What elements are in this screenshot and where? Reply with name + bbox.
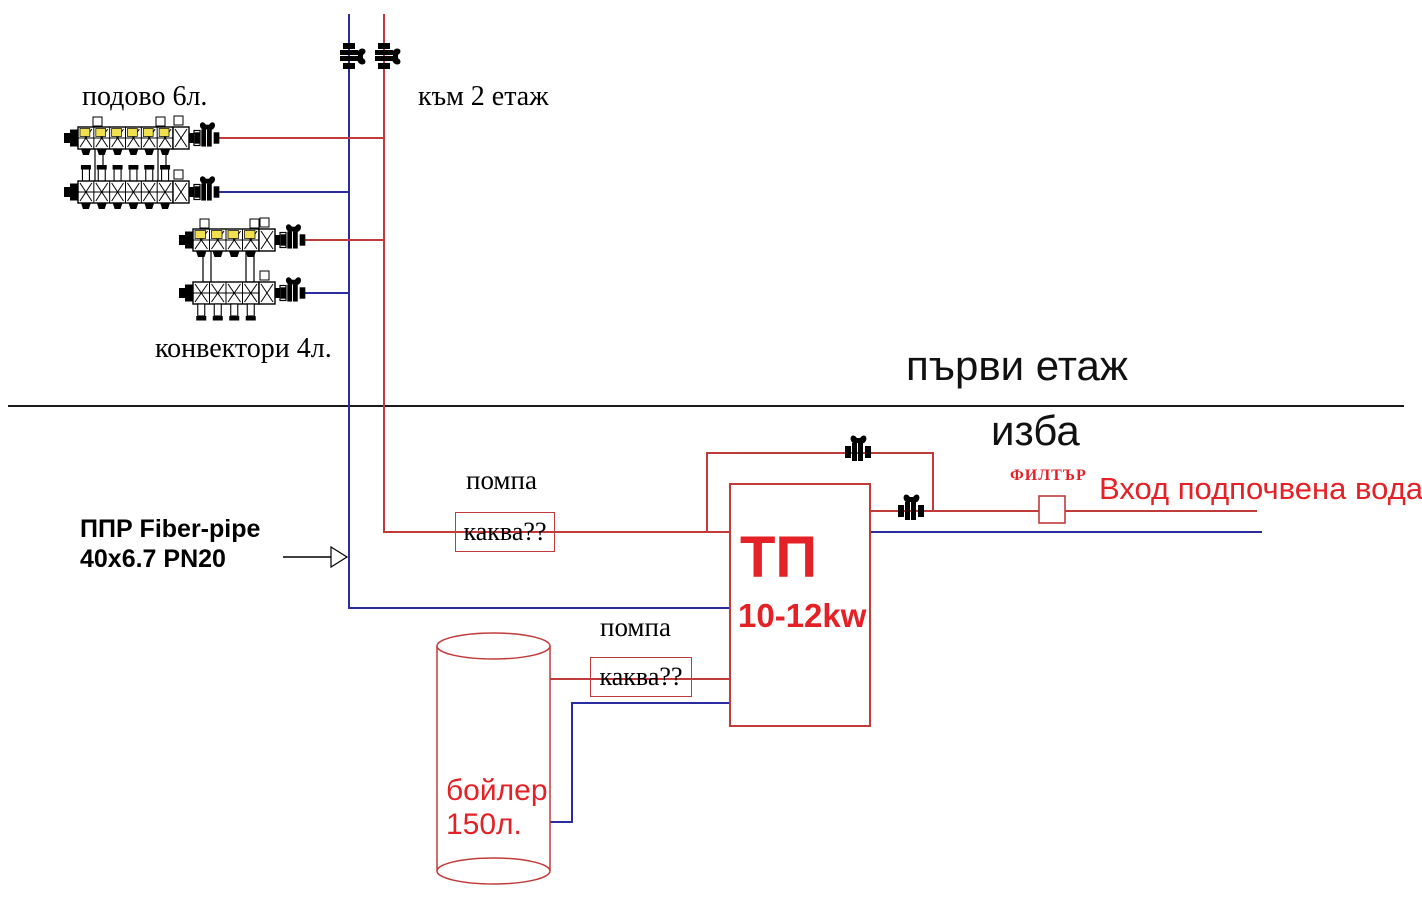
convector-manifold [179, 217, 306, 321]
ball-valve-icon [280, 277, 306, 302]
ball-valve-icon [194, 176, 220, 201]
pipe-spec-label: ППР Fiber-pipe 40x6.7 PN20 [80, 514, 260, 574]
return-pipes [215, 14, 1262, 823]
convector-manifold-label: конвектори 4л. [155, 333, 332, 364]
boiler-pump-question-box: каква?? [590, 657, 692, 697]
heat-pump-box: ТП 10-12kw [729, 483, 871, 727]
riser-valves [340, 43, 401, 69]
filter-symbol [1038, 495, 1066, 524]
heat-pump-power: 10-12kw [738, 597, 867, 634]
groundwater-inlet-label: Вход подпочвена вода [1099, 471, 1422, 506]
boiler-label: бойлер [446, 774, 548, 807]
pipe-spec-line1: ППР Fiber-pipe [80, 515, 261, 543]
ball-valve-icon [194, 122, 220, 147]
ball-valve-icon [375, 43, 401, 69]
heating-pump-question-box: каква?? [455, 512, 555, 552]
ball-valve-icon [280, 224, 306, 249]
boiler-capacity: 150л. [446, 808, 522, 841]
pipe-spec-line2: 40x6.7 PN20 [80, 545, 226, 573]
ball-valve-icon [898, 494, 924, 520]
riser-to-floor-label: към 2 етаж [418, 81, 549, 112]
groundwater-valves [845, 435, 924, 520]
floor-heating-manifold [64, 115, 220, 209]
boiler-tank [436, 632, 551, 885]
filter-label: ФИЛТЪР [1010, 467, 1087, 484]
heating-pump-caption: помпа [466, 465, 537, 495]
basement-label: изба [991, 407, 1080, 454]
supply-pipes [215, 14, 1257, 680]
ball-valve-icon [340, 43, 366, 69]
pipe-spec-arrow [283, 545, 349, 569]
first-floor-label: първи етаж [906, 342, 1128, 389]
ball-valve-icon [845, 435, 871, 461]
boiler-pump-caption: помпа [600, 612, 671, 642]
heat-pump-abbr: ТП [740, 525, 818, 590]
floor-manifold-label: подово 6л. [82, 81, 208, 112]
